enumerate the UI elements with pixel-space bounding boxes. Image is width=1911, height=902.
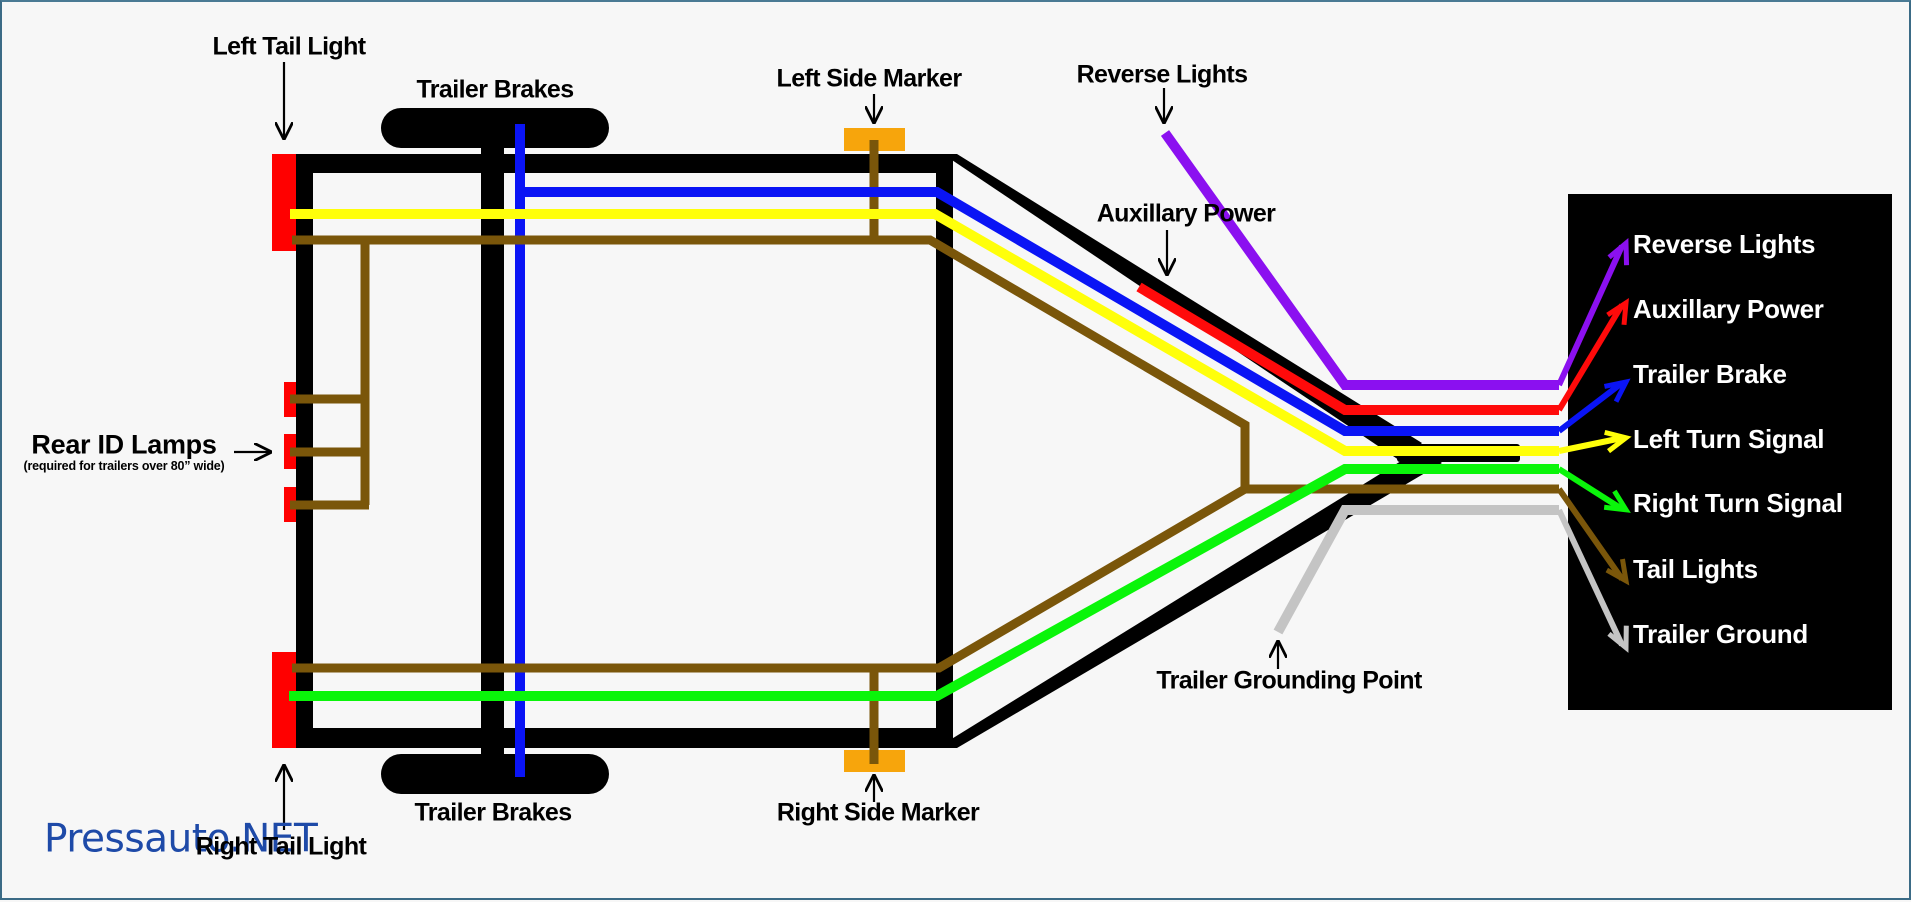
legend-label-auxillary-power: Auxillary Power	[1633, 294, 1824, 324]
legend-arrow-left-turn-signal	[1558, 435, 1623, 454]
auxiliary-power-label: Auxillary Power	[1096, 199, 1276, 228]
axle	[481, 124, 504, 784]
wire-brown-id-lamp-3	[290, 399, 370, 510]
trailer-brakes-bottom-label: Trailer Brakes	[414, 798, 573, 827]
legend-label-left-turn-signal: Left Turn Signal	[1633, 424, 1825, 454]
legend-arrowhead-icon	[1603, 489, 1631, 513]
frame-bottom-rail	[296, 728, 952, 748]
trailer-grounding-point-label: Trailer Grounding Point	[1156, 666, 1422, 695]
legend-label-trailer-ground: Trailer Ground	[1633, 619, 1808, 649]
legend-label-right-turn-signal: Right Turn Signal	[1633, 488, 1843, 518]
wire-red	[1136, 282, 1559, 415]
legend-label-trailer-brake: Trailer Brake	[1633, 359, 1787, 389]
wire-green	[289, 464, 1559, 701]
left-tail-light	[272, 154, 296, 251]
legend-arrowhead-icon	[1607, 625, 1629, 653]
legend-arrowhead-icon	[1605, 558, 1630, 586]
left-side-marker	[844, 128, 905, 151]
legend-arrowhead-icon	[1604, 429, 1632, 454]
wire-purple	[1160, 130, 1559, 390]
legend-arrowhead-icon	[1607, 237, 1630, 266]
wire-brown-top	[292, 235, 1250, 489]
legend-label-tail-lights: Tail Lights	[1633, 554, 1758, 584]
right-tail-light-label: Right Tail Light	[195, 832, 367, 861]
frame-top-rail	[296, 154, 952, 173]
right-side-marker-label: Right Side Marker	[776, 798, 980, 827]
legend-arrow-trailer-brake	[1557, 380, 1624, 434]
legend-label-reverse-lights: Reverse Lights	[1633, 229, 1816, 259]
wire-blue-main	[515, 187, 1559, 436]
watermark: Pressauto.NET	[44, 816, 318, 862]
left-tail-light-label: Left Tail Light	[212, 32, 366, 61]
left-side-marker-label: Left Side Marker	[776, 64, 963, 93]
rear-id-lamps-note: (required for trailers over 80” wide)	[23, 458, 225, 473]
legend-arrowhead-icon	[1606, 297, 1629, 326]
legend-arrows	[1556, 237, 1632, 653]
legend-arrow-trailer-ground	[1556, 508, 1625, 647]
trailer-brakes-top-label: Trailer Brakes	[416, 75, 575, 104]
tongue-bottom	[937, 448, 1442, 748]
legend-arrow-auxillary-power	[1556, 303, 1625, 412]
legend-arrow-reverse-lights	[1556, 244, 1625, 387]
connector-legend-box	[1568, 194, 1892, 710]
legend-arrow-right-turn-signal	[1557, 466, 1624, 512]
legend-arrow-tail-lights	[1556, 487, 1625, 581]
legend-arrowhead-icon	[1603, 378, 1631, 403]
wire-yellow	[290, 209, 1559, 456]
wire-grey	[1273, 505, 1559, 635]
reverse-lights-label: Reverse Lights	[1076, 60, 1248, 89]
rear-id-lamps-label: Rear ID Lamps	[31, 429, 217, 460]
frame-front-crossmember	[936, 154, 953, 748]
wire-brown-bottom	[292, 484, 1559, 673]
